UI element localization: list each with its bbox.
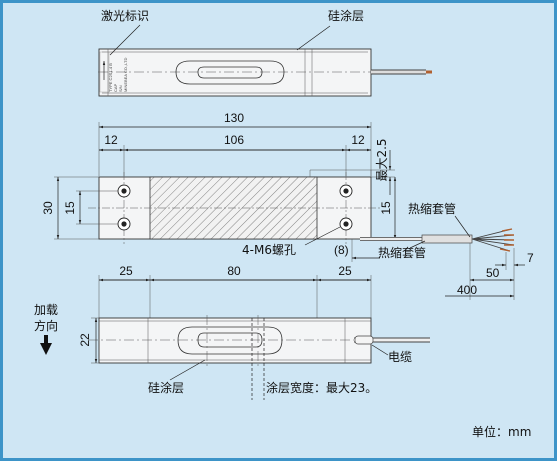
cable-side [354, 335, 430, 345]
heat-shrink-label-2: 热缩套管 [378, 245, 426, 260]
heat-shrink-label-1: 热缩套管 [408, 201, 456, 216]
bolt-hole [117, 184, 131, 198]
dim-segment-left: 25 [119, 264, 133, 278]
coating-width-note: 涂层宽度：最大23。 [266, 380, 377, 395]
dim-overall-length: 130 [224, 111, 244, 125]
dim-segment-right: 25 [338, 264, 352, 278]
side-view-dimensions: 25 80 25 [98, 264, 372, 318]
bolt-hole [339, 184, 353, 198]
dim-cable-offset: 15 [379, 201, 393, 215]
dim-hole-spacing: 106 [224, 133, 244, 147]
dim-edge-left: 12 [104, 133, 118, 147]
top-view: TYPE C2S1-4 B CAP S/N MINEBEA CO.,LTD 激光… [98, 8, 432, 97]
coating-label-bottom: 硅涂层 [148, 380, 184, 395]
front-view-dimensions: 130 12 106 12 最大2.5 [98, 111, 395, 195]
dim-thickness: 22 [78, 333, 92, 347]
nameplate-sn: S/N [118, 85, 123, 92]
dim-hole-pitch: 15 [63, 201, 77, 215]
nameplate-company: MINEBEA CO.,LTD [123, 58, 128, 92]
bolt-holes-label: 4-M6螺孔 [242, 243, 296, 257]
bolt-hole [339, 217, 353, 231]
nameplate-type: TYPE C2S1-4 B [108, 63, 113, 92]
load-direction-label-2: 方向 [34, 318, 58, 333]
front-view: 30 15 15 4-M6螺孔 (8) 热缩套管 热缩套管 7 50 [41, 169, 534, 300]
coating-label-top: 硅涂层 [328, 8, 364, 23]
load-direction-arrow-icon [40, 335, 52, 355]
dim-cable-length: 400 [457, 283, 477, 297]
dim-edge-right: 12 [351, 133, 365, 147]
dim-segment-mid: 80 [227, 264, 241, 278]
heat-shrink-sleeve [421, 234, 473, 244]
bolt-hole [117, 217, 131, 231]
dim-height: 30 [41, 201, 55, 215]
side-view: 22 加载 方向 电缆 硅涂层 涂层宽度：最大23。 [34, 303, 430, 400]
dim-strip-length: 7 [527, 251, 534, 265]
top-view-body [98, 48, 372, 97]
cable-front [360, 228, 515, 252]
nameplate: TYPE C2S1-4 B CAP S/N MINEBEA CO.,LTD [99, 51, 128, 93]
unit-label: 单位：mm [472, 424, 531, 439]
dim-sleeve-length: 50 [486, 266, 500, 280]
load-direction-label-1: 加载 [34, 303, 58, 317]
dim-sleeve-offset: (8) [334, 243, 349, 257]
laser-mark-label: 激光标识 [101, 9, 149, 23]
side-view-body [98, 317, 372, 364]
cable-label: 电缆 [388, 350, 412, 364]
dim-max-height: 最大2.5 [375, 138, 389, 181]
nameplate-cap: CAP [113, 83, 118, 92]
